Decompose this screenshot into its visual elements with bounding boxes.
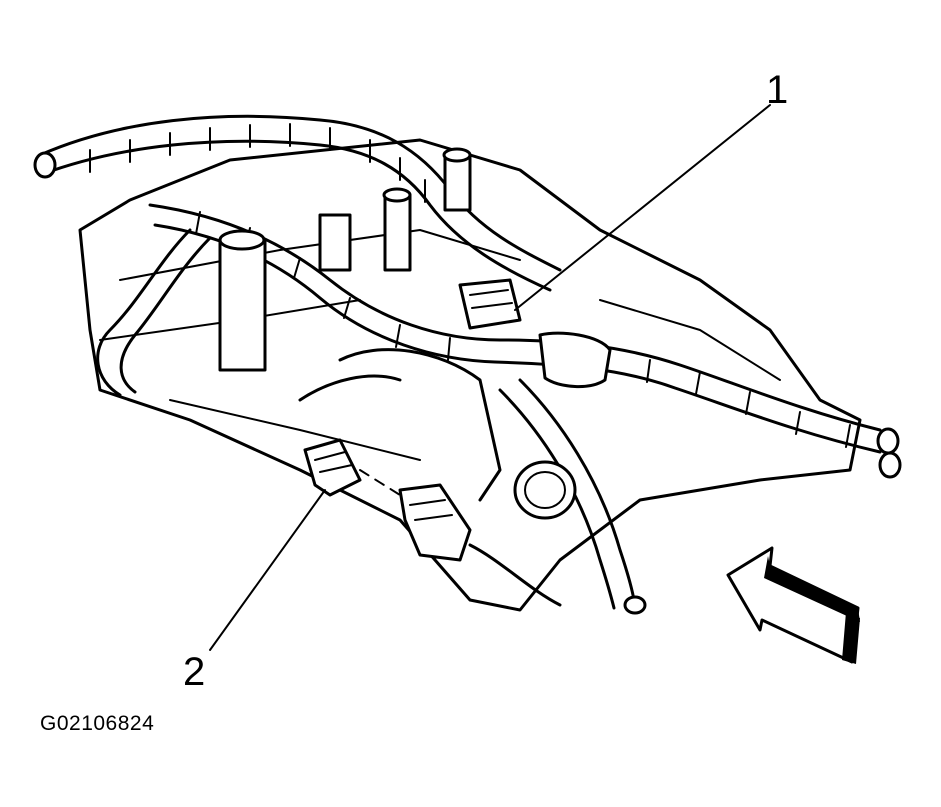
callout-label-2: 2 [183, 650, 206, 694]
coil-towers [218, 147, 472, 372]
figure-id-label: G02106824 [40, 712, 155, 735]
callout-label-1: 1 [766, 68, 789, 112]
direction-arrow-icon [726, 546, 860, 664]
wiring-harness-middle [148, 203, 902, 479]
callout-1-leader [514, 104, 771, 311]
connector-2 [303, 438, 562, 607]
front-housing [298, 348, 647, 615]
wiring-harness-upper [33, 114, 562, 292]
connector-1 [458, 278, 612, 389]
callout-2-leader [209, 489, 326, 651]
wiring-harness-left-loop [96, 228, 212, 397]
